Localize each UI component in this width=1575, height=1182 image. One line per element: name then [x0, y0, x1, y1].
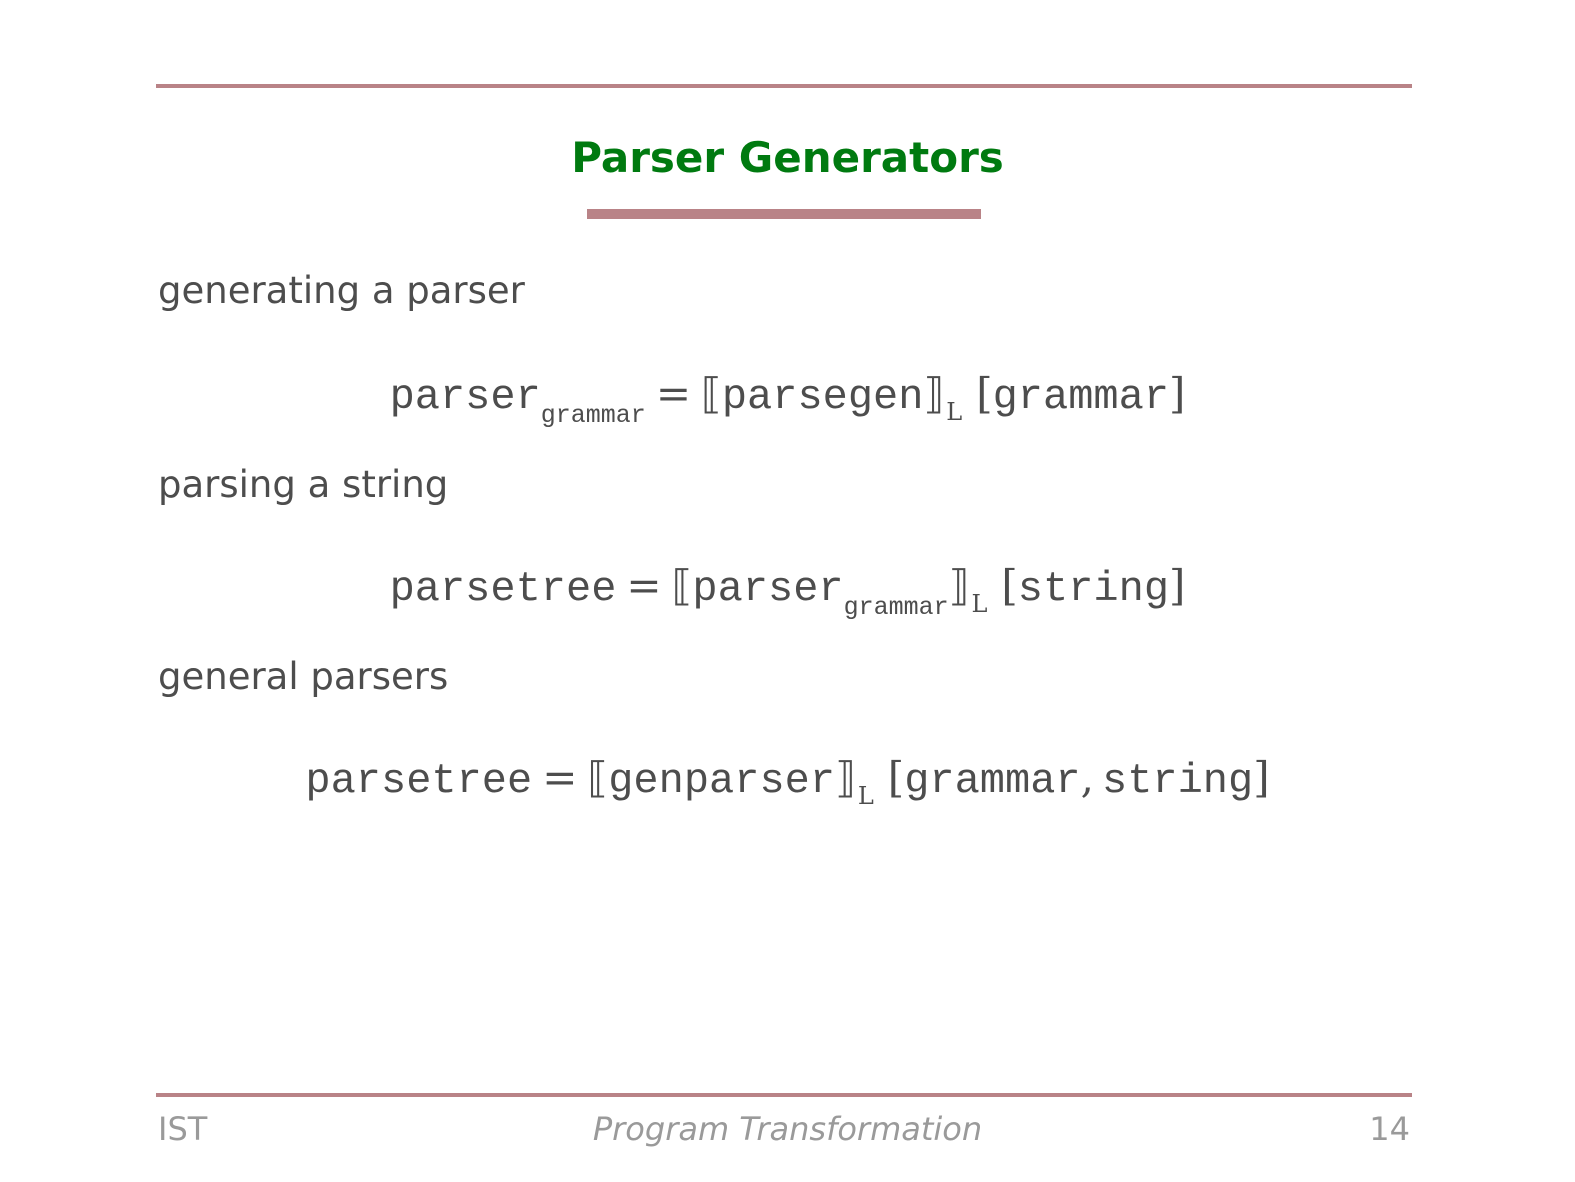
title-underline — [587, 209, 981, 219]
language-subscript: L — [946, 398, 963, 426]
semantic-open-bracket: ⟦ — [671, 561, 693, 610]
formula-program: genparser — [608, 757, 836, 805]
language-subscript: L — [971, 590, 988, 618]
equals-sign: = — [626, 561, 662, 610]
formula-lhs: parsetree — [305, 757, 533, 805]
semantic-open-bracket: ⟦ — [587, 753, 609, 802]
semantic-open-bracket: ⟦ — [701, 369, 722, 418]
formula-argument-1: grammar — [904, 757, 1081, 805]
equals-sign: = — [542, 753, 578, 802]
header-rule — [156, 84, 1412, 88]
formula-lhs-subscript: grammar — [540, 401, 646, 430]
argument-open-bracket: [ — [887, 753, 905, 802]
formula-lhs: parser — [389, 373, 541, 421]
formula-general-parsers: parsetree=⟦genparser⟧L [grammar,string] — [0, 750, 1575, 812]
formula-parsing-string: parsetree=⟦parsergrammar⟧L [string] — [0, 558, 1575, 622]
semantic-close-bracket: ⟧ — [948, 561, 970, 610]
slide-title: Parser Generators — [571, 133, 1004, 182]
formula-program-subscript: grammar — [843, 593, 949, 622]
language-subscript: L — [857, 782, 874, 810]
semantic-close-bracket: ⟧ — [835, 753, 856, 802]
formula-lhs: parsetree — [389, 565, 617, 613]
footer-course-title: Program Transformation — [592, 1110, 983, 1148]
footer-page-number: 14 — [1369, 1110, 1410, 1148]
argument-close-bracket: ] — [1253, 753, 1270, 802]
argument-comma: , — [1080, 753, 1094, 802]
equals-sign: = — [655, 369, 692, 418]
section-heading-general-parsers: general parsers — [158, 655, 449, 698]
formula-argument: string — [1017, 565, 1170, 613]
argument-open-bracket: [ — [976, 369, 993, 418]
footer-institution: IST — [158, 1110, 208, 1148]
formula-argument-2: string — [1101, 757, 1254, 805]
formula-program: parser — [692, 565, 844, 613]
footer-rule — [156, 1093, 1412, 1097]
semantic-close-bracket: ⟧ — [923, 369, 945, 418]
formula-generating-parser: parsergrammar=⟦parsegen⟧L[grammar] — [0, 366, 1575, 430]
section-heading-parsing-string: parsing a string — [158, 463, 449, 506]
formula-program: parsegen — [721, 373, 924, 421]
section-heading-generating-parser: generating a parser — [158, 269, 525, 312]
formula-argument: grammar — [992, 373, 1170, 421]
argument-close-bracket: ] — [1169, 369, 1186, 418]
argument-open-bracket: [ — [1001, 561, 1018, 610]
argument-close-bracket: ] — [1169, 561, 1186, 610]
